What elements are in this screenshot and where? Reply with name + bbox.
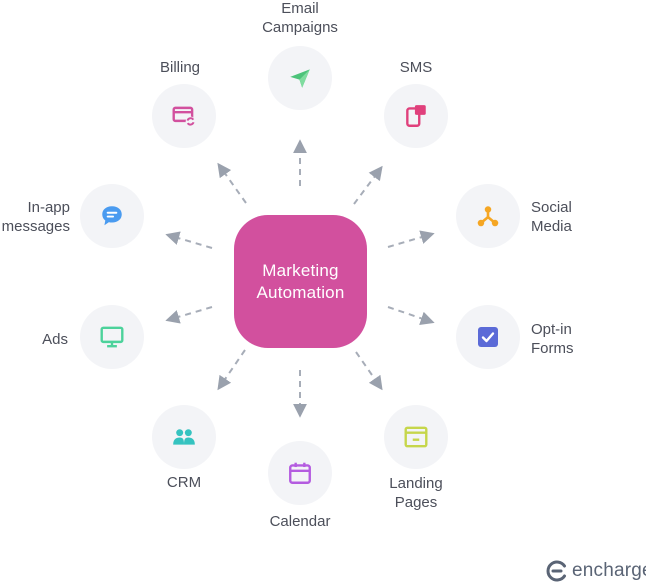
brand-name: encharge bbox=[572, 560, 646, 581]
node-sms bbox=[384, 84, 448, 148]
users-icon bbox=[173, 429, 195, 445]
chat-bubble-icon bbox=[102, 206, 122, 226]
node-email-campaigns bbox=[268, 46, 332, 110]
arrow-to-landing bbox=[355, 351, 383, 391]
monitor-icon bbox=[100, 326, 124, 348]
mobile-message-icon bbox=[406, 105, 426, 127]
hub-label-line2: Automation bbox=[256, 282, 345, 302]
node-inapp-messages bbox=[80, 184, 144, 248]
node-billing bbox=[152, 84, 216, 148]
label-sms: SMS bbox=[399, 59, 433, 76]
arrow-to-sms bbox=[353, 165, 383, 205]
arrow-to-crm bbox=[217, 349, 246, 391]
label-landing-pages: Landing Pages bbox=[389, 475, 443, 511]
encharge-logo-icon bbox=[546, 560, 566, 582]
node-social-media bbox=[456, 184, 520, 248]
paper-plane-icon bbox=[290, 69, 310, 88]
label-inapp-messages: In-app messages bbox=[1, 199, 70, 235]
node-optin-forms bbox=[456, 305, 520, 369]
node-crm bbox=[152, 405, 216, 469]
share-nodes-icon bbox=[477, 206, 499, 227]
arrow-to-ads bbox=[165, 306, 213, 324]
label-calendar: Calendar bbox=[269, 513, 331, 530]
arrow-to-social bbox=[387, 230, 435, 248]
credit-card-refresh-icon bbox=[172, 106, 196, 127]
arrow-to-optin bbox=[387, 306, 435, 326]
marketing-automation-hub: Marketing Automation bbox=[234, 215, 367, 348]
checkbox-icon bbox=[478, 327, 498, 347]
label-ads: Ads bbox=[42, 331, 68, 348]
label-optin-forms: Opt-in Forms bbox=[531, 321, 574, 357]
hub-label-line1: Marketing bbox=[262, 260, 339, 280]
arrow-to-inapp bbox=[165, 231, 213, 249]
label-crm: CRM bbox=[166, 474, 202, 491]
label-email-campaigns: Email Campaigns bbox=[262, 0, 338, 36]
node-ads bbox=[80, 305, 144, 369]
node-calendar bbox=[268, 441, 332, 505]
node-landing-pages bbox=[384, 405, 448, 469]
calendar-icon bbox=[289, 462, 311, 484]
arrow-to-billing bbox=[217, 162, 247, 204]
encharge-logo: encharge bbox=[545, 558, 646, 584]
browser-window-icon bbox=[404, 426, 428, 448]
label-social-media: Social Media bbox=[531, 199, 572, 235]
label-billing: Billing bbox=[159, 59, 201, 76]
